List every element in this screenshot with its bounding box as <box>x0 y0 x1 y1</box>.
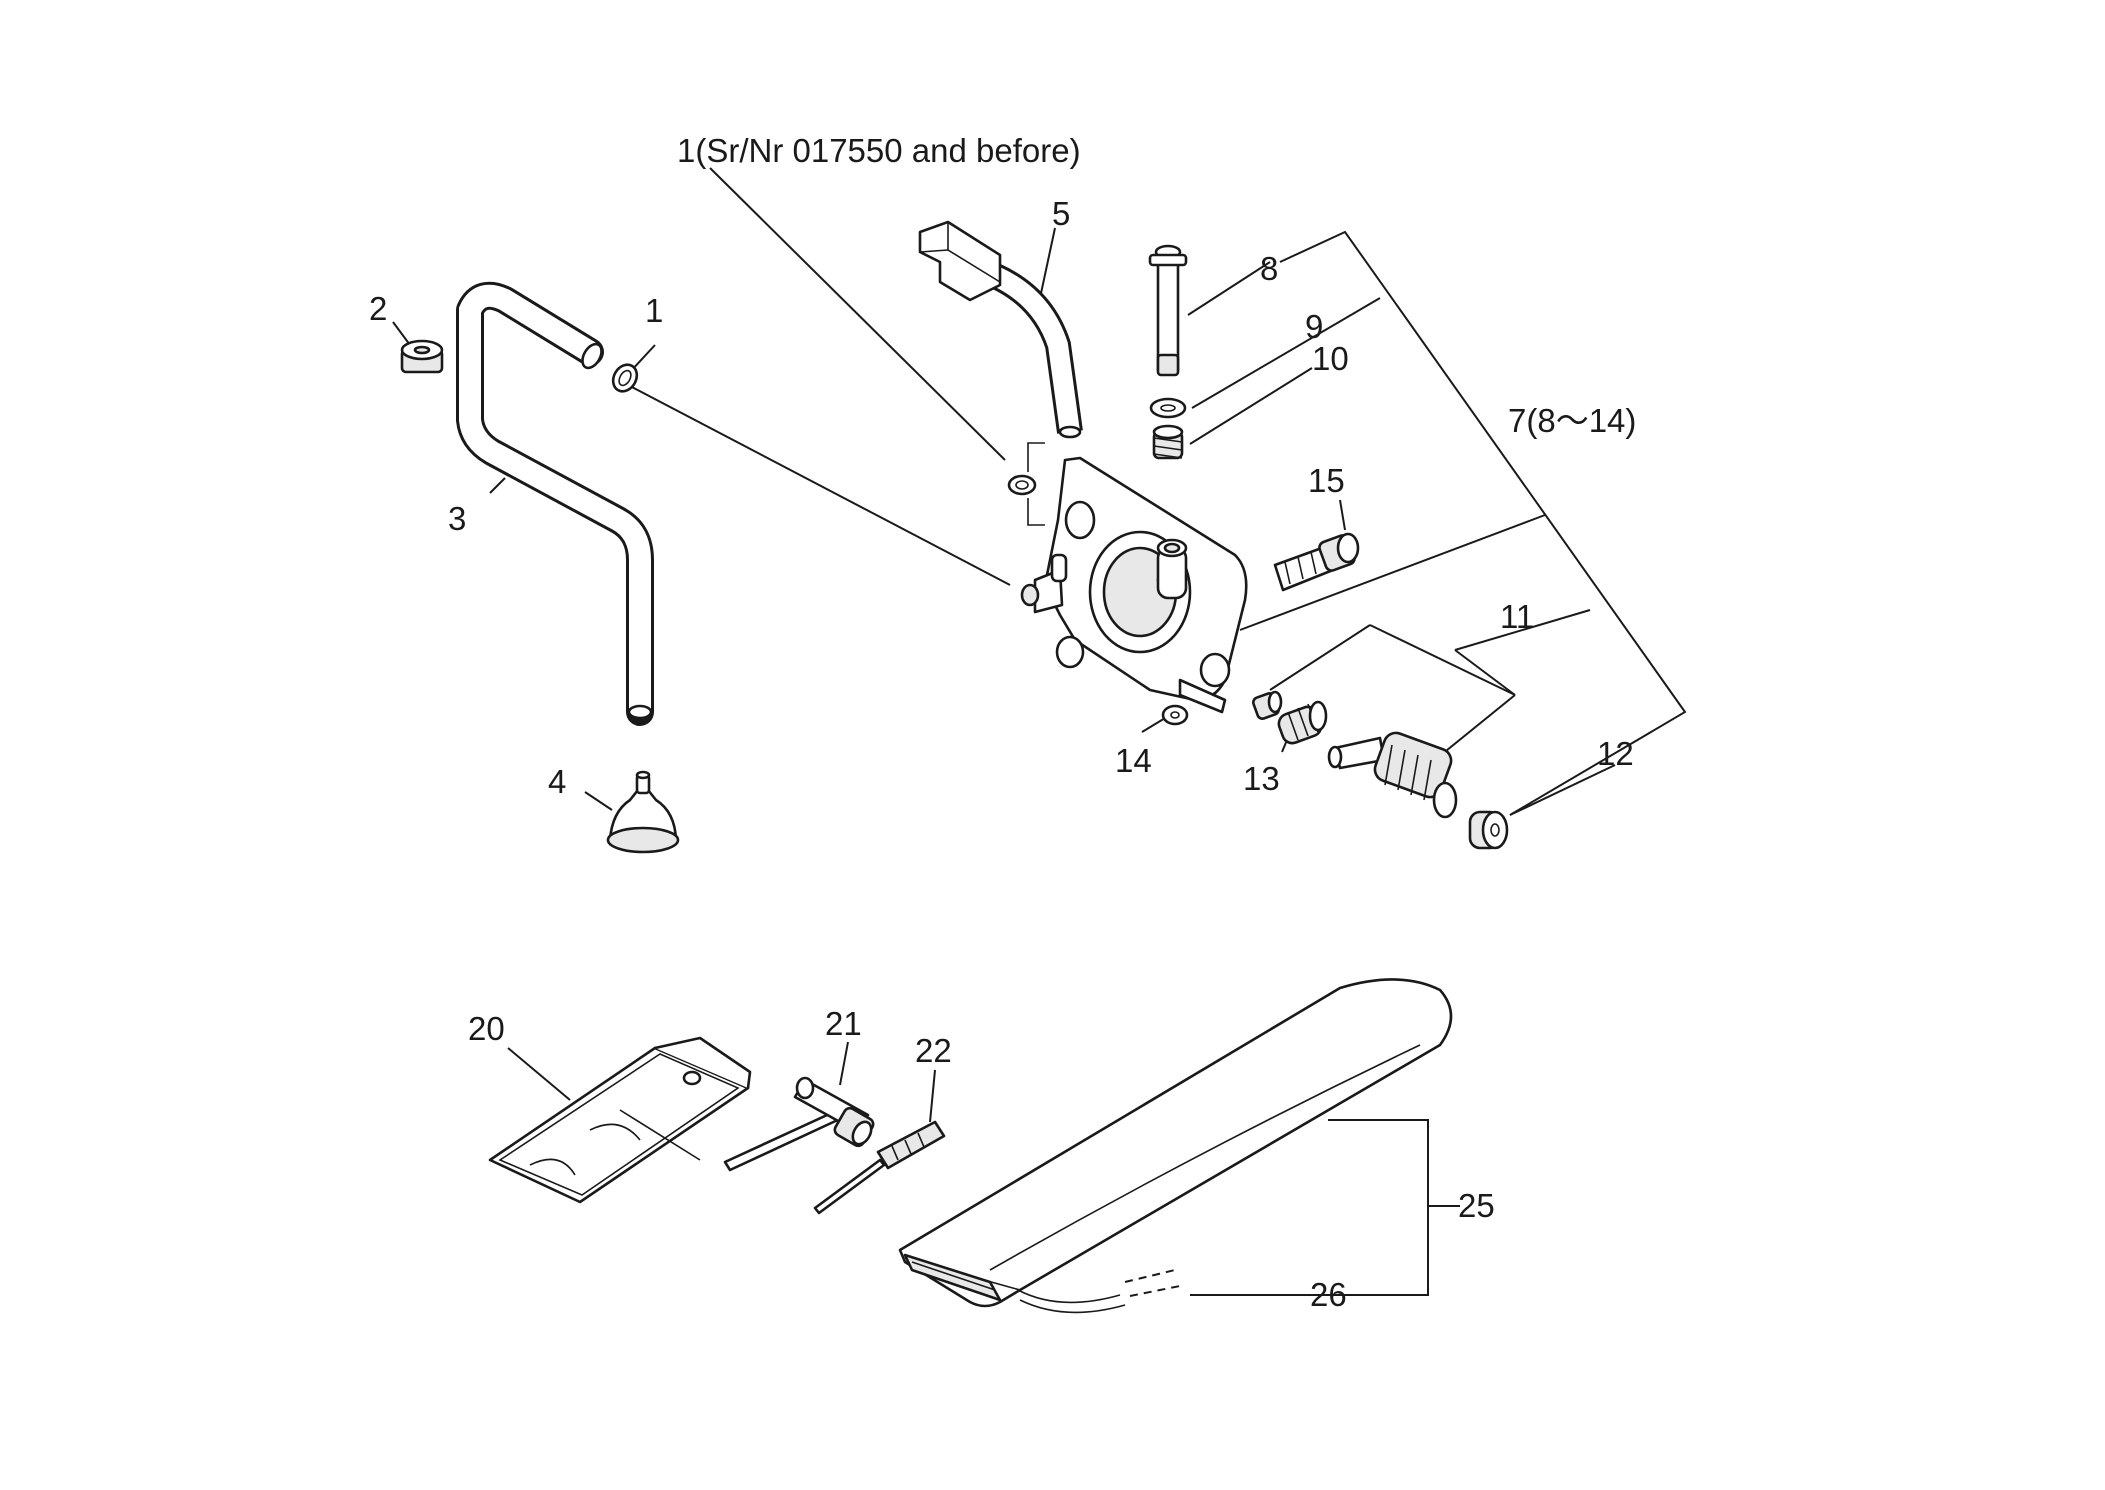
callout-3: 3 <box>448 500 466 537</box>
part-22-screwdriver <box>813 1120 946 1215</box>
pump-inlet-o-ring <box>1007 442 1045 526</box>
part-1-o-ring <box>611 363 639 393</box>
part-10-spring <box>1152 424 1184 460</box>
part-11-worm-shaft <box>1327 731 1458 819</box>
part-21-t-wrench <box>723 1076 875 1172</box>
oil-pump-body <box>1020 456 1248 714</box>
callout-25: 25 <box>1458 1187 1495 1224</box>
part-4-oil-filter <box>606 770 680 854</box>
part-5-hose-with-clip <box>918 220 1083 439</box>
part-25-bar-cover <box>898 978 1453 1308</box>
part-8-pin <box>1148 244 1188 377</box>
callout-labels: 1(Sr/Nr 017550 and before) 1 2 3 4 5 8 9… <box>369 132 1636 1313</box>
callout-13: 13 <box>1243 760 1280 797</box>
part-12-collar <box>1468 810 1509 850</box>
part-13-spring <box>1277 700 1328 745</box>
callout-21: 21 <box>825 1005 862 1042</box>
leader-lines <box>392 167 1687 1296</box>
callout-1-serial: 1(Sr/Nr 017550 and before) <box>677 132 1081 169</box>
callout-8: 8 <box>1260 250 1278 287</box>
callout-1: 1 <box>645 292 663 329</box>
callout-2: 2 <box>369 290 387 327</box>
callout-9: 9 <box>1305 308 1323 345</box>
callout-10: 10 <box>1312 340 1349 377</box>
part-15-bolt <box>1273 532 1360 592</box>
callout-4: 4 <box>548 763 566 800</box>
callout-26: 26 <box>1310 1276 1347 1313</box>
callout-14: 14 <box>1115 742 1152 779</box>
callout-22: 22 <box>915 1032 952 1069</box>
part-9-washer <box>1149 397 1187 419</box>
part-14-washer <box>1161 704 1189 726</box>
part-3-oil-hose <box>456 281 654 726</box>
part-2-grommet <box>400 339 444 374</box>
part-20-bag <box>488 1036 752 1204</box>
callout-7: 7(8～14) <box>1508 402 1636 439</box>
callout-5: 5 <box>1052 195 1070 232</box>
part-11-sleeve <box>1252 690 1283 720</box>
callout-15: 15 <box>1308 462 1345 499</box>
callout-20: 20 <box>468 1010 505 1047</box>
part-26-strap <box>1017 1269 1181 1314</box>
callout-12: 12 <box>1597 735 1634 772</box>
callout-11: 11 <box>1500 598 1534 635</box>
